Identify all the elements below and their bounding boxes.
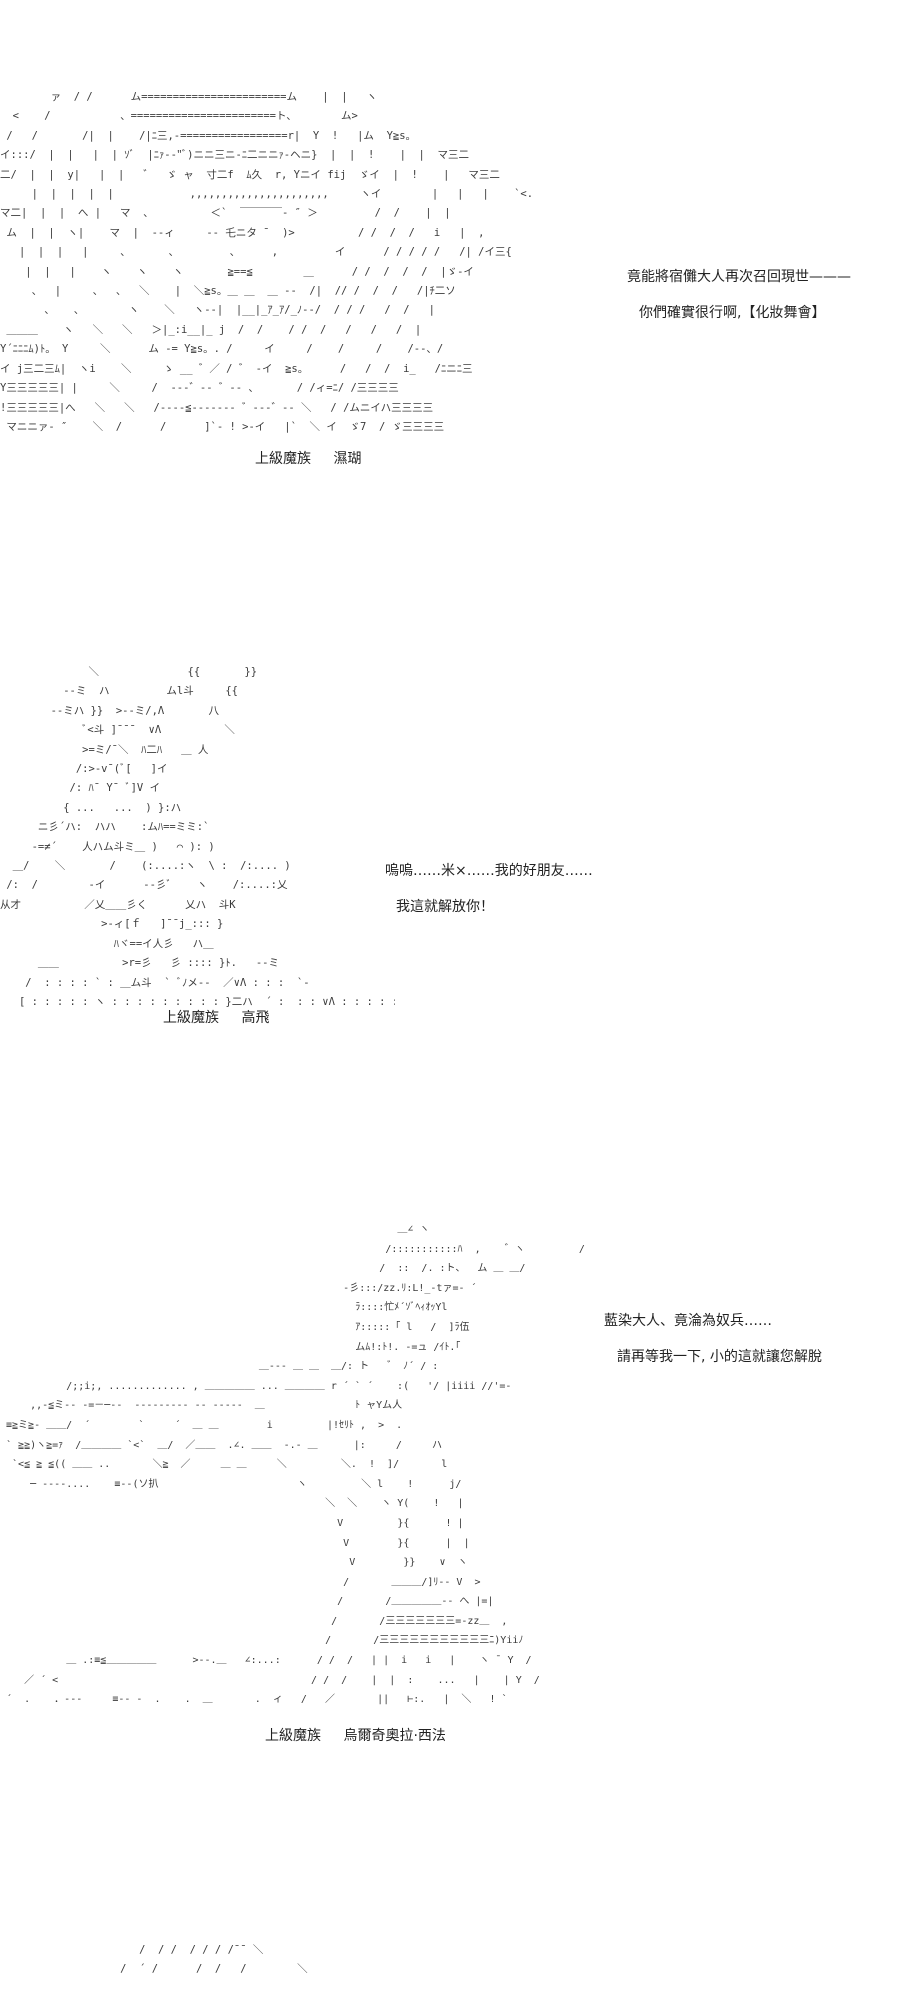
ascii-art-demon-4: / / / / / / /¯¯ ＼ / ´ / / / / ＼ (120, 1944, 308, 1976)
speech-line-1: 嗚嗚……米×……我的好朋友…… (385, 863, 593, 879)
speech-line-2: 我這就解放你！ (396, 899, 494, 915)
character-caption: 上級魔族 濕瑚 (255, 448, 361, 468)
caption-name: 濕瑚 (333, 451, 362, 467)
caption-title: 上級魔族 (265, 1728, 321, 1744)
ascii-art-demon-2: ＼ {{ }} ‐‐ミ ハ ムl斗 {{ ‐‐ミハ }} >‐‐ミ/,Λ 八 ﾞ… (0, 666, 395, 1008)
panel-4: / / / / / / /¯¯ ＼ / ´ / / / / ＼ (0, 1935, 903, 2000)
caption-name: 高飛 (241, 1010, 270, 1026)
speech-line-2: 請再等我一下, 小的這就讓您解脫 (617, 1349, 822, 1365)
character-caption: 上級魔族 高飛 (163, 1007, 269, 1027)
caption-name: 烏爾奇奧拉·西法 (343, 1728, 446, 1744)
panel-3: ＿∠ ヽ /:::::::::::ﾊ , ゛ヽ / / :: /. :ト、 ム … (0, 1210, 903, 1760)
character-caption: 上級魔族 烏爾奇奧拉·西法 (265, 1725, 446, 1745)
caption-title: 上級魔族 (255, 451, 311, 467)
panel-2: ＼ {{ }} ‐‐ミ ハ ムl斗 {{ ‐‐ミハ }} >‐‐ミ/,Λ 八 ﾞ… (0, 640, 903, 1060)
speech-line-2: 你們確實很行啊,【化妝舞會】 (639, 305, 826, 321)
speech-line-1: 藍染大人、竟淪為奴兵…… (604, 1313, 772, 1329)
caption-title: 上級魔族 (163, 1010, 219, 1026)
ascii-art-demon-1: ァ / / ム=======================ム | | ヽ < … (0, 91, 534, 433)
panel-1: ァ / / ム=======================ム | | ヽ < … (0, 0, 903, 480)
ascii-art-demon-3: ＿∠ ヽ /:::::::::::ﾊ , ゛ヽ / / :: /. :ト、 ム … (6, 1224, 585, 1706)
speech-line-1: 竟能將宿儺大人再次召回現世——— (627, 269, 851, 285)
